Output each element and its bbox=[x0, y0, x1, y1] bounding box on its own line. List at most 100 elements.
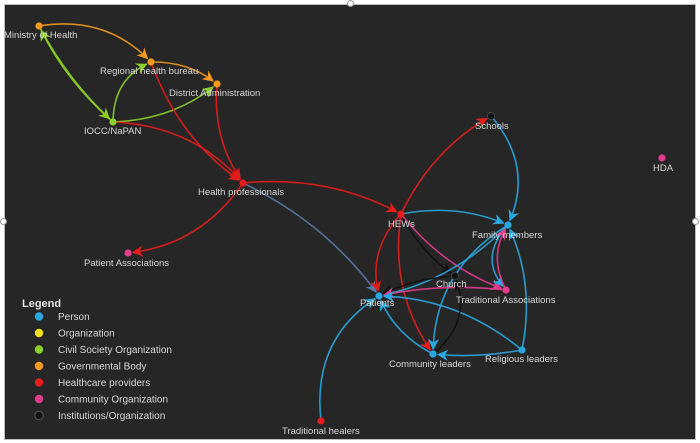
edge-schools-fm bbox=[490, 115, 519, 222]
node-dot-pa[interactable] bbox=[124, 249, 132, 257]
edge-cl-patients bbox=[379, 299, 434, 355]
edge-rhb-hp bbox=[150, 61, 240, 181]
node-rhb[interactable]: Regional health bureau bbox=[100, 58, 198, 77]
resize-handle-right[interactable] bbox=[692, 218, 699, 225]
legend-item-governmental: Governmental Body bbox=[34, 361, 146, 373]
edge-hews-church bbox=[400, 213, 452, 274]
legend-label-civil_society: Civil Society Organization bbox=[58, 345, 172, 356]
legend-item-institutions: Institutions/Organization bbox=[34, 410, 165, 422]
node-fm[interactable]: Family members bbox=[472, 221, 542, 241]
node-schools[interactable]: Schools bbox=[475, 111, 509, 132]
edge-cl-church bbox=[432, 279, 466, 355]
node-label-pa: Patient Associations bbox=[84, 258, 169, 269]
node-dot-schools[interactable] bbox=[486, 111, 496, 121]
legend-item-organization: Organization bbox=[34, 328, 115, 340]
edge-th-patients bbox=[319, 298, 376, 422]
node-dot-rhb[interactable] bbox=[147, 58, 155, 66]
node-label-iocc: IOCC/NaPAN bbox=[84, 126, 142, 137]
edge-iocc-rhb bbox=[112, 63, 148, 123]
node-label-fm: Family members bbox=[472, 230, 542, 241]
legend-title: Legend bbox=[22, 298, 61, 310]
edge-rl-cl bbox=[436, 349, 523, 361]
node-cl[interactable]: Community leaders bbox=[389, 350, 471, 370]
legend-swatch-community bbox=[34, 394, 44, 404]
edges-layer bbox=[38, 23, 528, 422]
edge-moh-rhb bbox=[38, 23, 149, 60]
node-dot-iocc[interactable] bbox=[109, 118, 117, 126]
network-canvas bbox=[4, 4, 696, 440]
edge-iocc-da bbox=[112, 86, 214, 123]
node-label-church: Church bbox=[436, 279, 467, 290]
node-hda[interactable]: HDA bbox=[653, 154, 674, 174]
edge-rhb-da bbox=[150, 61, 214, 82]
legend-swatch-person bbox=[34, 312, 44, 321]
edge-ta-patients bbox=[382, 286, 507, 299]
resize-handle-left[interactable] bbox=[0, 218, 7, 225]
node-church[interactable]: Church bbox=[436, 271, 467, 290]
node-dot-ta[interactable] bbox=[502, 286, 510, 294]
legend-swatch-institutions bbox=[34, 410, 44, 421]
edge-iocc-hp bbox=[112, 121, 241, 181]
legend-label-organization: Organization bbox=[58, 329, 115, 340]
node-pa[interactable]: Patient Associations bbox=[84, 249, 169, 269]
legend-label-governmental: Governmental Body bbox=[58, 362, 146, 373]
node-label-rl: Religious leaders bbox=[485, 354, 558, 365]
legend-item-healthcare: Healthcare providers bbox=[34, 378, 150, 389]
legend-swatch-healthcare bbox=[34, 378, 44, 387]
node-th[interactable]: Traditional healers bbox=[282, 417, 360, 437]
node-rl[interactable]: Religious leaders bbox=[485, 346, 558, 365]
edge-hews-schools bbox=[400, 117, 488, 215]
node-hp[interactable]: Health professionals bbox=[198, 179, 284, 198]
node-dot-hp[interactable] bbox=[239, 179, 247, 187]
edge-hews-fm bbox=[400, 209, 505, 225]
node-hews[interactable]: HEWs bbox=[388, 210, 415, 230]
edge-hp-patients bbox=[242, 182, 377, 293]
node-label-hda: HDA bbox=[653, 163, 674, 174]
legend-swatch-organization bbox=[34, 328, 44, 338]
node-label-rhb: Regional health bureau bbox=[100, 66, 198, 77]
edge-rl-patients bbox=[382, 290, 523, 351]
node-dot-patients[interactable] bbox=[375, 292, 383, 300]
legend-swatch-civil_society bbox=[34, 345, 44, 354]
legend-label-person: Person bbox=[58, 312, 90, 323]
node-label-cl: Community leaders bbox=[389, 359, 471, 370]
node-label-hp: Health professionals bbox=[198, 187, 284, 198]
node-patients[interactable]: Patients bbox=[360, 292, 395, 309]
edge-ta-fm bbox=[495, 228, 507, 291]
edge-hp-pa bbox=[131, 182, 244, 257]
edge-rl-fm bbox=[509, 228, 528, 351]
node-dot-th[interactable] bbox=[317, 417, 325, 425]
edge-hp-hews bbox=[242, 180, 398, 213]
node-label-da: District Administration bbox=[169, 88, 260, 99]
node-da[interactable]: District Administration bbox=[169, 80, 260, 99]
node-dot-moh[interactable] bbox=[35, 22, 43, 30]
legend-item-community: Community Organization bbox=[34, 394, 168, 406]
node-label-ta: Traditional Associations bbox=[456, 295, 556, 306]
node-ta[interactable]: Traditional Associations bbox=[456, 286, 556, 306]
legend-label-institutions: Institutions/Organization bbox=[58, 411, 165, 422]
node-label-moh: Ministry of Health bbox=[4, 30, 77, 41]
node-moh[interactable]: Ministry of Health bbox=[4, 22, 77, 41]
legend-swatch-governmental bbox=[34, 361, 44, 371]
legend-item-civil_society: Civil Society Organization bbox=[34, 345, 172, 356]
node-dot-hews[interactable] bbox=[397, 210, 405, 218]
node-dot-rl[interactable] bbox=[518, 346, 526, 354]
resize-handle-top[interactable] bbox=[347, 0, 354, 7]
node-label-th: Traditional healers bbox=[282, 426, 360, 437]
edge-iocc-moh bbox=[40, 29, 114, 123]
edge-hews-ta bbox=[400, 213, 503, 290]
edge-hews-patients bbox=[370, 213, 402, 293]
node-dot-church[interactable] bbox=[450, 271, 460, 281]
node-dot-fm[interactable] bbox=[504, 221, 512, 229]
legend-label-healthcare: Healthcare providers bbox=[58, 378, 150, 389]
legend-label-community: Community Organization bbox=[58, 395, 168, 406]
node-label-schools: Schools bbox=[475, 121, 509, 132]
node-dot-da[interactable] bbox=[213, 80, 221, 88]
node-dot-hda[interactable] bbox=[658, 154, 666, 162]
edge-fm-patients bbox=[382, 224, 509, 299]
node-dot-cl[interactable] bbox=[429, 350, 437, 358]
node-iocc[interactable]: IOCC/NaPAN bbox=[84, 118, 142, 137]
